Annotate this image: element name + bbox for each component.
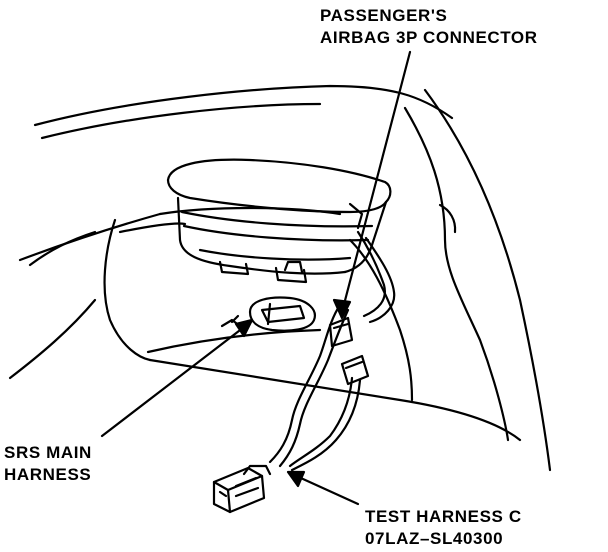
label-passengers-airbag-connector: PASSENGER'S AIRBAG 3P CONNECTOR <box>320 5 538 49</box>
label-srs-main-harness: SRS MAIN HARNESS <box>4 442 92 486</box>
arrowhead-passenger-connector <box>332 298 352 320</box>
leader-passenger-connector <box>340 50 412 314</box>
arrowhead-test-harness <box>286 470 306 488</box>
dashboard-outline <box>8 84 552 472</box>
arrowhead-srs-main-harness <box>234 318 254 338</box>
label-passengers-airbag-connector-line1: PASSENGER'S <box>320 6 448 25</box>
label-test-harness-line1: TEST HARNESS C <box>365 507 522 526</box>
label-srs-main-harness-line2: HARNESS <box>4 465 92 484</box>
label-test-harness-part-number: 07LAZ–SL40300 <box>365 529 504 548</box>
leader-srs-main-harness <box>100 322 250 438</box>
harness-cables <box>268 230 396 472</box>
label-srs-main-harness-line1: SRS MAIN <box>4 443 92 462</box>
leader-lines <box>100 50 412 506</box>
label-test-harness: TEST HARNESS C 07LAZ–SL40300 <box>365 506 522 550</box>
srs-main-harness-connector <box>220 296 316 332</box>
airbag-module <box>166 158 392 284</box>
label-passengers-airbag-connector-line2: AIRBAG 3P CONNECTOR <box>320 28 538 47</box>
leader-test-harness <box>290 472 360 506</box>
test-harness-connector <box>212 464 272 514</box>
